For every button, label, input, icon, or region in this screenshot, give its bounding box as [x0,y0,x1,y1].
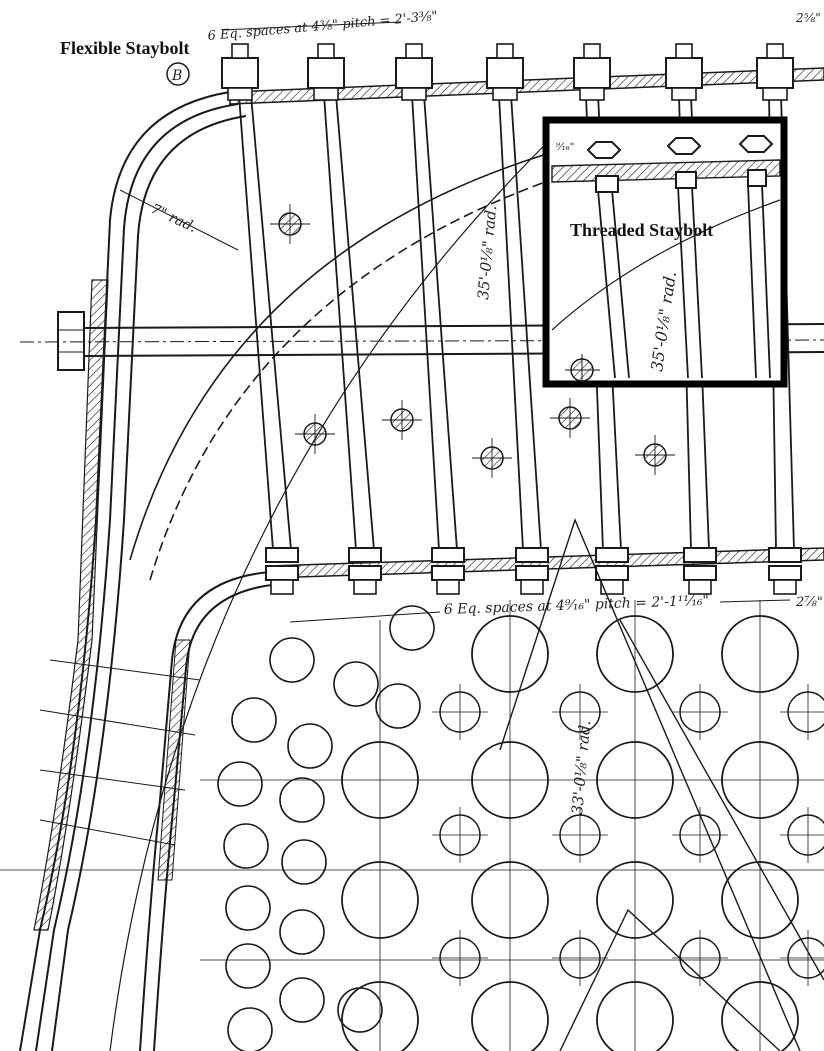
small-tube [225,885,271,931]
flexible-staybolt-label: Flexible Staybolt [60,38,190,58]
rad-35-main-dim: 35'-0⅛" rad. [474,205,500,301]
threaded-staybolt-label: Threaded Staybolt [570,220,714,240]
callout-b-letter: B [171,68,182,84]
small-tube [281,839,327,885]
staybolt-nut-lower [348,565,382,581]
staybolt-shank-right [423,94,458,551]
inset-detail: ⁹⁄₁₆" 35'-0⅛" rad. [542,116,788,388]
small-tube [231,697,277,743]
top-nut-cap [317,43,335,59]
staybolt-nut-lower [595,565,629,581]
small-tube [375,683,421,729]
stay-circle-group [270,204,675,478]
staybolt-nut-lower [265,565,299,581]
small-tube [227,1007,273,1051]
leader-lines [39,21,791,846]
staybolt-shank-left [411,94,440,551]
staybolt-end [688,579,712,595]
top-nut-washer [401,87,427,101]
top-nut-washer [313,87,339,101]
staybolt-nut-upper [348,547,382,563]
staybolt-shank-left [238,94,274,551]
small-tube [279,909,325,955]
staybolt-shank-right [510,94,542,551]
top-nut-washer [492,87,518,101]
small-tube [279,777,325,823]
small-tube [217,761,263,807]
staybolt-end [353,579,377,595]
tube-centerlines [0,600,824,1051]
bottom-spacing-dim: 6 Eq. spaces at 4⁹⁄₁₆" pitch = 2'-1¹¹⁄₁₆… [444,593,710,618]
small-tube [225,943,271,989]
top-nut-cap [405,43,423,59]
outer-rad-dim: 7" rad. [148,201,198,236]
rad-33-dim: 33'-0⅛" rad. [568,720,594,816]
staybolt-nut-lower [515,565,549,581]
inner-firebox-sheet [139,571,281,1051]
staybolt-shank-right [250,94,292,551]
top-nut-washer [671,87,697,101]
small-tube [287,723,333,769]
top-nut-body [307,57,345,89]
staybolt-nut-lower [768,565,802,581]
staybolt-nut-upper [265,547,299,563]
inner-side-hatch [157,639,191,881]
staybolt-nut-upper [515,547,549,563]
radius-arcs [109,129,581,1051]
inset-thickness-dim: ⁹⁄₁₆" [556,142,574,153]
staybolt-shank-left [498,94,524,551]
small-tube [279,977,325,1023]
staybolt-end [600,579,624,595]
outer-sheet-hatch [33,279,109,931]
staybolt-nut-upper [768,547,802,563]
staybolt-end [773,579,797,595]
top-nut-washer [579,87,605,101]
top-nut-cap [766,43,784,59]
top-nut-cap [583,43,601,59]
top-nut-body [221,57,259,89]
top-nut-cap [496,43,514,59]
staybolt-shank-left [323,94,357,551]
top-nut-washer [227,87,253,101]
staybolt-end [436,579,460,595]
tube-sheet-circles [217,605,824,1051]
top-nut-cap [675,43,693,59]
brace-lines [499,518,824,1051]
bottom-right-dim: 2⅞" [795,595,823,610]
staybolt-nut-upper [431,547,465,563]
staybolt-nut-lower [431,565,465,581]
top-nut-washer [762,87,788,101]
top-nut-body [573,57,611,89]
top-nut-body [395,57,433,89]
top-nut-cap [231,43,249,59]
top-right-dim: 2⅝" [795,11,821,25]
top-nut-body [665,57,703,89]
staybolt-end [520,579,544,595]
staybolt-end [270,579,294,595]
top-nut-row [221,43,794,101]
staybolt-nut-lower [683,565,717,581]
staybolt-nut-upper [595,547,629,563]
small-tube [223,823,269,869]
top-nut-body [756,57,794,89]
staybolt-nut-upper [683,547,717,563]
small-tube [269,637,315,683]
staybolt-shank-right [335,94,375,551]
top-spacing-dim: 6 Eq. spaces at 4⅜" pitch = 2'-3⅜" [207,9,438,44]
small-tube [333,661,379,707]
top-nut-body [486,57,524,89]
small-tube [389,605,435,651]
callout-b-circle [166,62,190,86]
outer-shell [19,91,247,1051]
small-tube [337,987,383,1033]
